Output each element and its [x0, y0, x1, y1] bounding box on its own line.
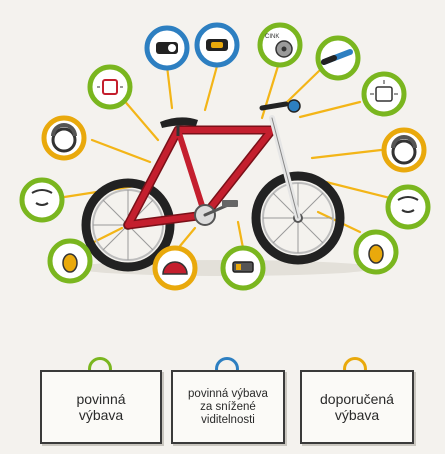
handlebar-grip-icon: [321, 49, 353, 65]
arrow: [203, 64, 219, 112]
wheel-reflector-icon: [368, 244, 384, 264]
mudguard-icon: [51, 123, 77, 153]
wheel-reflector-badge-left: [47, 238, 93, 284]
front-light-icon: [156, 42, 178, 54]
arrow: [90, 138, 152, 164]
mudguard-icon: [391, 135, 417, 165]
rear-light-badge: [194, 22, 240, 68]
legend-recommended-line1: doporučená: [320, 391, 394, 407]
bicycle-frame: [123, 115, 301, 230]
mudguard-badge: [381, 127, 427, 173]
front-light-badge: [144, 25, 190, 71]
arrow: [178, 226, 197, 248]
handlebar: [259, 101, 289, 111]
rear-light-icon: [206, 39, 228, 51]
rear-reflector-badge: [87, 64, 133, 110]
legend-mandatory: povinná výbava: [40, 370, 162, 444]
front-reflector-badge: [361, 71, 407, 117]
rear-reflector-icon: [102, 79, 118, 95]
arrow: [120, 96, 160, 142]
rear-mudguard-badge: [41, 115, 87, 161]
legend-low-visibility: povinná výbava za snížené viditelnosti: [171, 370, 285, 444]
pedal-reflector-badge: [220, 245, 266, 291]
front-reflector-icon: [375, 86, 393, 102]
arrow: [298, 100, 362, 119]
brake-icon: [397, 196, 419, 213]
saddle: [160, 117, 198, 128]
handlebar-grip-badge: [315, 35, 361, 81]
legend-low-visibility-line2: za snížené: [200, 400, 256, 413]
legend-recommended-line2: výbava: [334, 407, 380, 423]
legend-recommended: doporučená výbava: [300, 370, 414, 444]
legend-mandatory-line2: výbava: [78, 407, 124, 423]
bell: [287, 99, 301, 113]
legend-mandatory-line1: povinná: [76, 391, 126, 407]
wheel-reflector-badge: [353, 229, 399, 275]
legend-low-visibility-line1: povinná výbava: [188, 387, 268, 400]
arrow: [310, 148, 383, 160]
arrow: [165, 64, 174, 110]
brake-badge-left: [19, 177, 65, 223]
bell-icon: [275, 40, 293, 58]
helmet-badge: [152, 245, 198, 291]
wheel-reflector-icon: [62, 253, 78, 273]
arrow: [285, 68, 322, 104]
pedal: [222, 200, 238, 207]
brake-badge-right: [385, 184, 431, 230]
helmet-icon: [162, 261, 188, 275]
cink-label: CINK: [265, 34, 279, 40]
bell-badge: CINK: [257, 22, 303, 68]
legend-low-visibility-line3: viditelnosti: [201, 413, 255, 426]
arrow: [260, 64, 280, 120]
arrow: [316, 178, 392, 200]
brake-icon: [31, 189, 53, 206]
arrow: [236, 220, 245, 250]
